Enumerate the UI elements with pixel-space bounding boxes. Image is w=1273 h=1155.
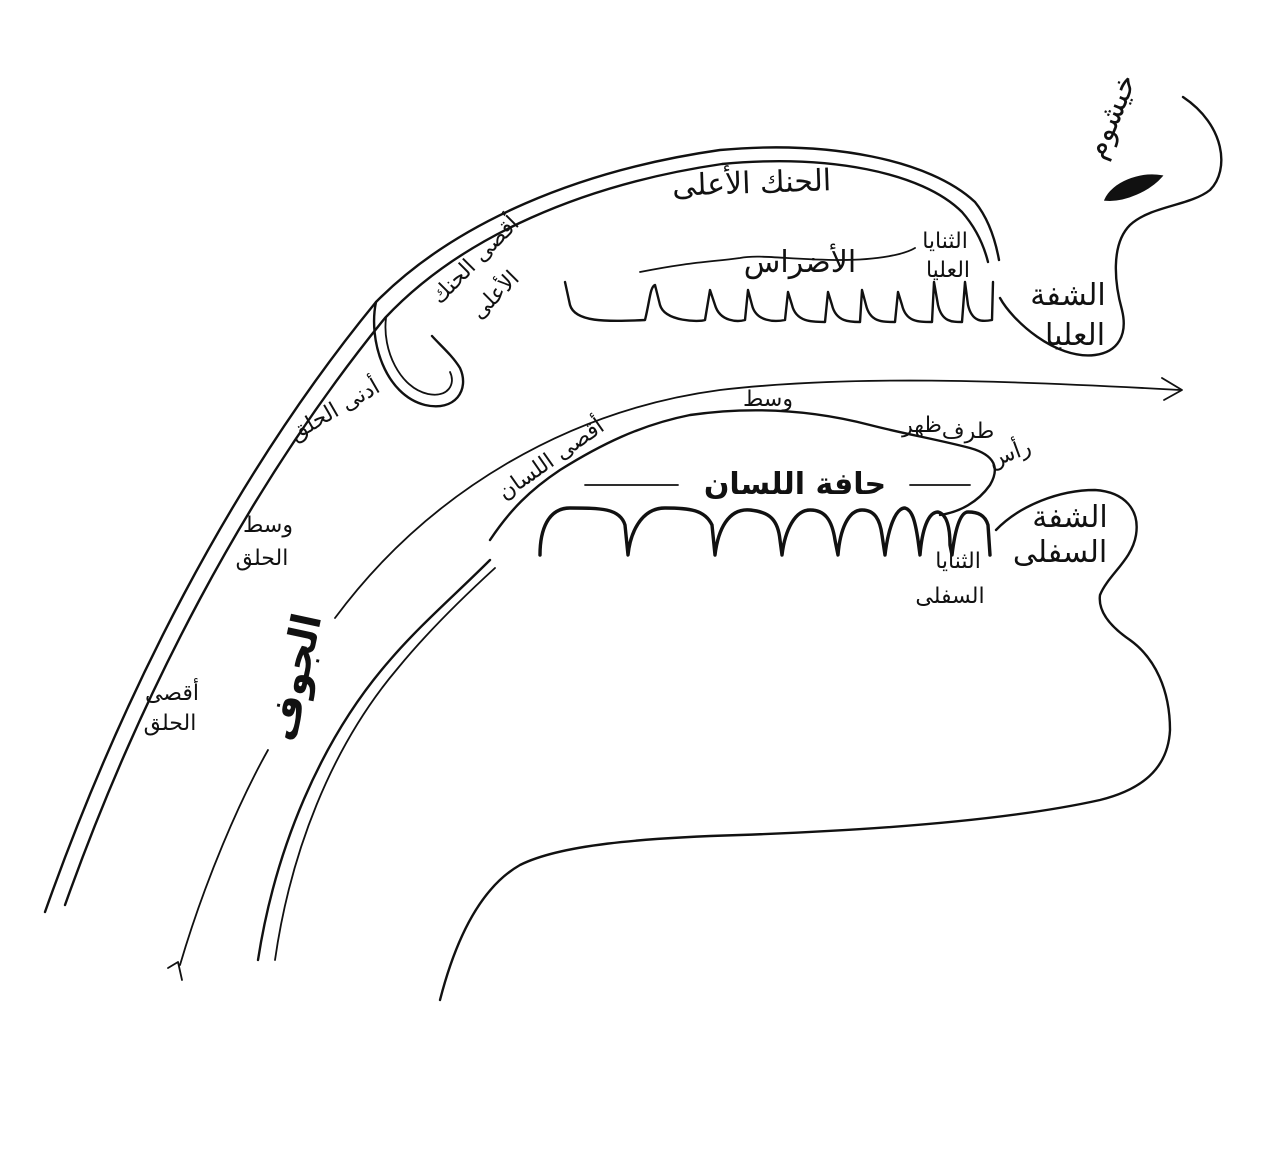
lower-lip-label-line2: السفلى bbox=[1013, 535, 1107, 570]
far-throat-label-line2: الحلق bbox=[144, 711, 197, 736]
cavity-label: الجوف bbox=[259, 609, 331, 745]
upper-palate-label: الحنك الأعلى bbox=[672, 160, 832, 204]
far-throat-label-line1: أقصى bbox=[145, 678, 199, 706]
lower-incisors-label-line2: السفلى bbox=[915, 584, 984, 609]
tongue-edge-label: حافة اللسان bbox=[704, 467, 886, 502]
tongue-tip-label: طرف bbox=[942, 419, 994, 444]
nostril-icon bbox=[1105, 175, 1162, 200]
upper-incisors-label-line1: الثنايا bbox=[922, 229, 968, 254]
uvula-inner bbox=[385, 318, 452, 395]
lower-incisors-label-line1: الثنايا bbox=[935, 549, 981, 574]
upper-incisors-label-line2: العليا bbox=[926, 258, 970, 283]
molars-label: الأضراس bbox=[744, 242, 856, 280]
upper-molars-outline bbox=[565, 282, 993, 322]
cavity-divider-line bbox=[180, 750, 268, 965]
nose-label: خيشوم bbox=[1078, 69, 1144, 164]
upper-lip-label-line2: العليا bbox=[1045, 318, 1105, 353]
mid-throat-label-line1: وسط bbox=[243, 513, 293, 538]
mid-throat-label-line2: الحلق bbox=[236, 546, 289, 571]
lower-teeth-outline bbox=[540, 508, 990, 555]
far-tongue-label: أقصى اللسان bbox=[492, 412, 609, 506]
tongue-back-label: ظهر bbox=[901, 413, 942, 438]
tongue-middle-label: وسط bbox=[743, 387, 793, 412]
upper-lip-label-line1: الشفة bbox=[1030, 278, 1106, 313]
lower-lip-label-line1: الشفة bbox=[1032, 500, 1108, 535]
